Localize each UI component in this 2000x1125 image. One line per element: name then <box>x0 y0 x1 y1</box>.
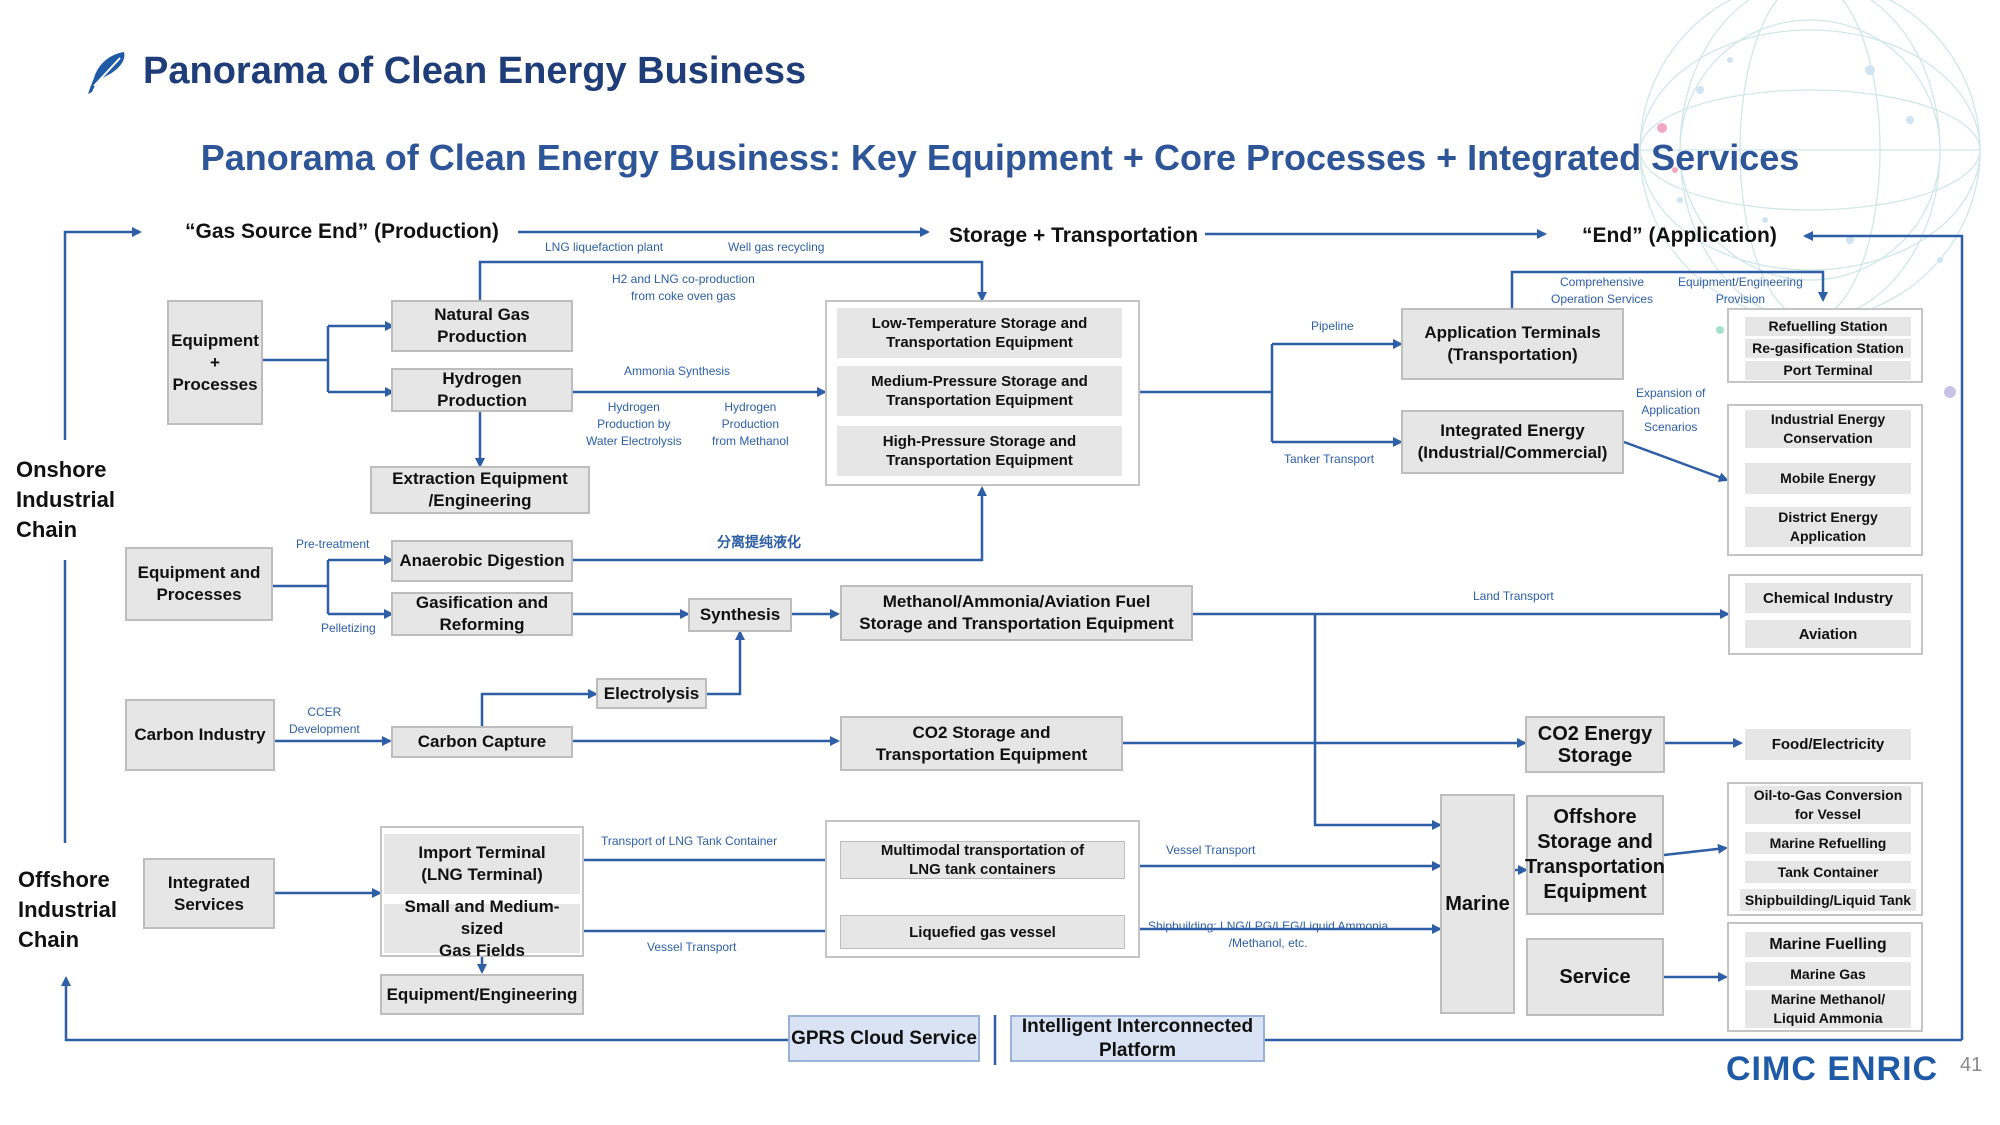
regasification-station: Re-gasification Station <box>1745 339 1911 358</box>
integrated-energy-box: Integrated Energy (Industrial/Commercial… <box>1401 410 1624 474</box>
food-electricity-box: Food/Electricity <box>1745 729 1911 760</box>
anaerobic-digestion-box: Anaerobic Digestion <box>391 540 573 582</box>
natural-gas-production-box: Natural Gas Production <box>391 300 573 352</box>
label-tanker-transport: Tanker Transport <box>1284 452 1375 466</box>
label-h2-methanol: Hydrogen Production from Methanol <box>712 400 789 448</box>
carbon-capture-box: Carbon Capture <box>391 726 573 758</box>
electrolysis-box: Electrolysis <box>596 678 707 709</box>
refuelling-station: Refuelling Station <box>1745 317 1911 336</box>
small-gas-fields-box: Small and Medium-sized Gas Fields <box>384 897 580 960</box>
header-end: “End” (Application) <box>1582 224 1777 247</box>
label-expansion: Expansion of Application Scenarios <box>1636 386 1706 434</box>
aviation: Aviation <box>1745 620 1911 648</box>
methanol-storage-box: Methanol/Ammonia/Aviation Fuel Storage a… <box>840 585 1193 641</box>
label-vessel-transport-2: Vessel Transport <box>1166 843 1256 857</box>
oil-to-gas-conversion: Oil-to-Gas Conversion for Vessel <box>1745 786 1911 824</box>
label-ammonia-synthesis: Ammonia Synthesis <box>624 364 731 378</box>
diagram-subtitle: Panorama of Clean Energy Business: Key E… <box>200 137 1800 178</box>
port-terminal: Port Terminal <box>1745 361 1911 380</box>
tank-container: Tank Container <box>1745 861 1911 883</box>
application-terminals-box: Application Terminals (Transportation) <box>1401 308 1624 380</box>
decorative-globe <box>1639 0 1981 398</box>
marine-box: Marine <box>1440 794 1515 1014</box>
synthesis-box: Synthesis <box>688 598 792 632</box>
label-pelletizing: Pelletizing <box>321 621 376 635</box>
label-comprehensive-ops: Comprehensive Operation Services <box>1551 275 1654 306</box>
low-temperature-storage: Low-Temperature Storage and Transportati… <box>837 308 1122 358</box>
integrated-services-box: Integrated Services <box>143 858 275 929</box>
label-well-gas: Well gas recycling <box>728 240 825 254</box>
high-pressure-storage: High-Pressure Storage and Transportation… <box>837 426 1122 476</box>
label-shipbuilding: Shipbuilding: LNG/LPG/LEG/Liquid Ammonia… <box>1148 919 1389 950</box>
marine-gas: Marine Gas <box>1745 962 1911 986</box>
page-number: 41 <box>1960 1054 1983 1076</box>
extraction-equipment-box: Extraction Equipment /Engineering <box>370 466 590 514</box>
page-title: Panorama of Clean Energy Business <box>143 50 807 92</box>
marine-fuelling: Marine Fuelling <box>1745 932 1911 957</box>
offshore-chain-label: Offshore Industrial Chain <box>18 867 118 952</box>
hydrogen-production-box: Hydrogen Production <box>391 368 573 412</box>
multimodal-lng-tank-containers: Multimodal transportation of LNG tank co… <box>840 841 1125 879</box>
gprs-cloud-service-box[interactable]: GPRS Cloud Service <box>788 1015 980 1062</box>
co2-energy-storage-box: CO2 Energy Storage <box>1525 716 1665 773</box>
label-h2-lng: H2 and LNG co-production from coke oven … <box>612 272 755 303</box>
marine-methanol-ammonia: Marine Methanol/ Liquid Ammonia <box>1745 990 1911 1028</box>
equipment-engineering-box: Equipment/Engineering <box>380 974 584 1015</box>
chemical-industry: Chemical Industry <box>1745 583 1911 613</box>
import-terminal-box: Import Terminal (LNG Terminal) <box>384 834 580 894</box>
header-storage: Storage + Transportation <box>949 224 1199 247</box>
industrial-energy-conservation: Industrial Energy Conservation <box>1745 410 1911 448</box>
marine-refuelling: Marine Refuelling <box>1745 832 1911 854</box>
header-gas-source: “Gas Source End” (Production) <box>185 220 499 243</box>
onshore-chain-label: Onshore Industrial Chain <box>16 457 116 542</box>
district-energy-application: District Energy Application <box>1745 507 1911 547</box>
mobile-energy: Mobile Energy <box>1745 463 1911 494</box>
offshore-storage-box: Offshore Storage and Transportation Equi… <box>1525 795 1665 915</box>
feather-pen-icon <box>88 52 125 94</box>
label-lng-tank-transport: Transport of LNG Tank Container <box>601 834 778 848</box>
label-ccer: CCER Development <box>289 705 360 736</box>
label-pretreatment: Pre-treatment <box>296 537 370 551</box>
label-land-transport: Land Transport <box>1473 589 1554 603</box>
company-logo: CIMC ENRIC <box>1726 1050 1939 1088</box>
label-h2-water: Hydrogen Production by Water Electrolysi… <box>586 400 682 448</box>
co2-storage-box: CO2 Storage and Transportation Equipment <box>840 716 1123 771</box>
label-lng-liquefaction: LNG liquefaction plant <box>545 240 664 254</box>
liquefied-gas-vessel: Liquefied gas vessel <box>840 915 1125 949</box>
intelligent-platform-box[interactable]: Intelligent Interconnected Platform <box>1010 1015 1265 1062</box>
service-box: Service <box>1526 938 1664 1016</box>
label-vessel-transport-1: Vessel Transport <box>647 940 737 954</box>
carbon-industry-box: Carbon Industry <box>125 699 275 771</box>
shipbuilding-liquid-tank: Shipbuilding/Liquid Tank <box>1740 889 1916 911</box>
equipment-processes-box-2: Equipment and Processes <box>125 547 273 621</box>
medium-pressure-storage: Medium-Pressure Storage and Transportati… <box>837 366 1122 416</box>
label-pipeline: Pipeline <box>1311 319 1354 333</box>
label-separation: 分离提纯液化 <box>717 534 801 550</box>
label-equipment-provision: Equipment/Engineering Provision <box>1678 275 1803 306</box>
gasification-box: Gasification and Reforming <box>391 592 573 636</box>
equipment-processes-box: Equipment + Processes <box>167 300 263 425</box>
